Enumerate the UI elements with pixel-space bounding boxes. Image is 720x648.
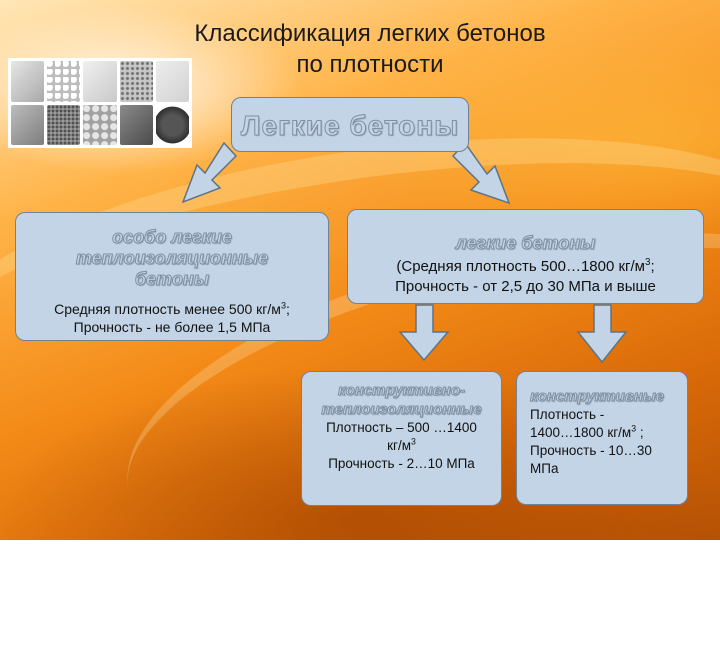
porous-concrete-icon [83,104,117,145]
concrete-texture-icon [119,61,153,102]
strength-line: Прочность - от 2,5 до 30 МПа и выше [395,278,656,295]
density-value: 1400…1800 кг/м [530,425,632,440]
title-line-1: Классификация легких бетонов [194,20,546,47]
structural-heading: конструктивные [530,388,665,406]
density-superscript: 3 [280,300,286,311]
root-box: Легкие бетоны [231,97,469,152]
extra-light-description: Средняя плотность менее 500 кг/м3; Прочн… [16,300,328,336]
concrete-block-icon [11,61,45,102]
extra-light-concrete-box: особо легкие теплоизоляционные бетоны Ср… [15,212,329,341]
density-end: ; [286,301,290,317]
title-line-2: по плотности [296,51,444,78]
density-unit: кг/м [387,438,411,453]
aerated-block-icon [83,61,117,102]
light-concrete-heading: легкие бетоны [455,233,596,254]
density-line: (Средняя плотность 500…1800 кг/м3; [348,257,703,277]
density-text: Средняя плотность менее 500 кг/м [54,301,281,317]
strength-line: Прочность - не более 1,5 МПа [73,319,271,335]
concrete-samples-image [8,58,192,148]
density-line: Плотность – 500 …1400 [326,420,477,435]
root-label: Легкие бетоны [240,110,460,142]
strength-unit-line: МПа [530,461,559,476]
concrete-lump-icon [155,104,189,145]
strength-line: Прочность - 10…30 [530,443,652,458]
density-text: (Средняя плотность 500…1800 кг/м [396,258,645,275]
structural-insulating-description: Плотность – 500 …1400 кг/м3 Прочность - … [302,419,501,473]
density-value-line: 1400…1800 кг/м3 ; [530,424,687,442]
heading-line: теплоизоляционные [321,401,482,419]
density-superscript: 3 [645,257,651,268]
extra-light-heading: особо легкие теплоизоляционные бетоны [16,227,328,290]
expanded-clay-icon [47,61,81,102]
density-unit-line: кг/м3 [302,437,501,455]
slide-title: Классификация легких бетонов по плотност… [120,18,620,80]
heading-line: теплоизоляционные [75,248,269,269]
structural-box: конструктивные Плотность - 1400…1800 кг/… [516,371,688,505]
heading-line: конструктивно- [337,382,465,400]
heading-line: особо легкие [112,227,233,248]
concrete-block-icon [119,104,153,145]
density-line: Средняя плотность менее 500 кг/м3; [16,300,328,318]
density-end: ; [650,258,655,275]
heading-line: бетоны [134,269,210,290]
structural-insulating-box: конструктивно- теплоизоляционные Плотнос… [301,371,502,506]
density-label-line: Плотность - [530,407,605,422]
strength-line: Прочность - 2…10 МПа [328,456,475,471]
density-superscript: 3 [410,436,416,447]
concrete-block-icon [155,61,189,102]
concrete-texture-icon [47,104,81,145]
density-superscript: 3 [631,423,637,434]
structural-description: Плотность - 1400…1800 кг/м3 ; Прочность … [530,406,687,478]
concrete-block-icon [11,104,45,145]
light-concrete-description: (Средняя плотность 500…1800 кг/м3; Прочн… [348,257,703,297]
light-concrete-box: легкие бетоны (Средняя плотность 500…180… [347,209,704,304]
structural-insulating-heading: конструктивно- теплоизоляционные [302,381,501,419]
density-end: ; [636,425,644,440]
